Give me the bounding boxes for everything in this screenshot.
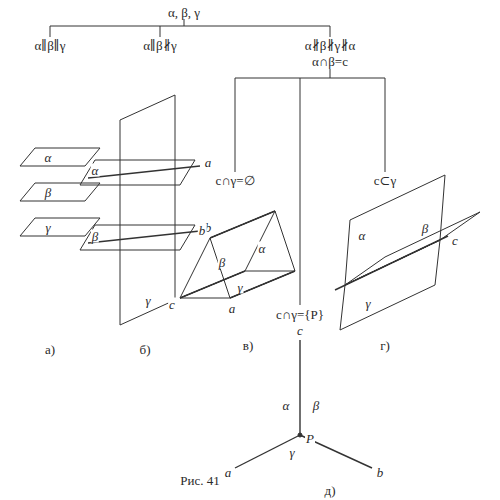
plane-letter: α xyxy=(91,164,100,177)
plane-letter: γ xyxy=(44,221,51,234)
figure-label: а) xyxy=(44,343,56,356)
line-letter: a xyxy=(204,156,213,169)
tree-label: α∥β∥γ xyxy=(33,39,66,52)
tree-label: α∩β=c xyxy=(311,55,349,68)
plane-letter: γ xyxy=(236,281,243,294)
parallel-planes xyxy=(20,148,100,236)
figure-label: г) xyxy=(379,339,391,352)
line-letter: b xyxy=(198,224,207,237)
figure-label: в) xyxy=(242,339,254,352)
plane-letter: γ xyxy=(288,446,295,459)
tree-label: α∦β∦γ∦α xyxy=(304,39,357,52)
figure-caption: Рис. 41 xyxy=(179,474,220,487)
line-letter: c xyxy=(296,324,304,337)
line-letter: b xyxy=(376,466,385,479)
plane-letter: α xyxy=(358,229,367,242)
tree-bracket xyxy=(50,19,385,305)
tree-label: α, β, γ xyxy=(167,6,201,19)
plane-letter: α xyxy=(282,399,291,412)
plane-letter: γ xyxy=(364,297,371,310)
figure-label: б) xyxy=(139,343,152,356)
plane-letter: β xyxy=(218,256,226,269)
plane-letter: β xyxy=(91,230,99,243)
plane-letter: γ xyxy=(144,294,151,307)
line-letter: a xyxy=(228,302,237,315)
line-letter: c xyxy=(451,234,459,247)
tree-label: c∩γ=∅ xyxy=(214,174,255,187)
plane-letter: β xyxy=(421,222,429,235)
plane-letter: β xyxy=(44,186,52,199)
figure-label: д) xyxy=(324,484,337,497)
tree-label: c∩γ={P} xyxy=(275,308,325,321)
cut-planes xyxy=(80,95,200,325)
plane-letter: α xyxy=(258,242,267,255)
tree-label: α∥β∦γ xyxy=(142,39,177,52)
point-lines xyxy=(235,340,372,468)
prism-planes xyxy=(180,211,295,298)
line-letter: a xyxy=(224,466,233,479)
line-letter: c xyxy=(168,298,176,311)
plane-letter: α xyxy=(44,151,53,164)
point-letter: P xyxy=(305,432,315,445)
plane-letter: β xyxy=(312,399,320,412)
tree-label: c⊂γ xyxy=(373,174,397,187)
pencil-planes xyxy=(335,175,480,330)
